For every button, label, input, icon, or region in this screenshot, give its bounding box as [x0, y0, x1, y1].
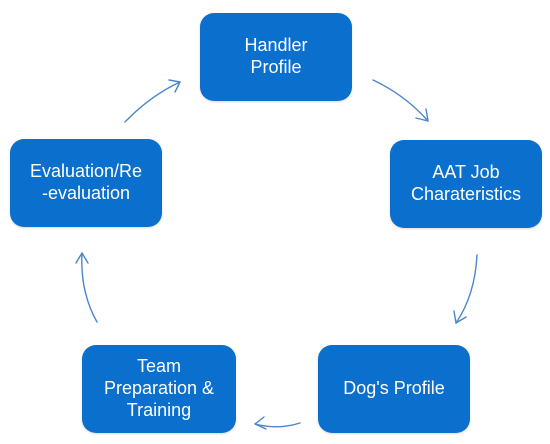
arrow-eval-to-handler — [124, 81, 181, 123]
team-preparation-node: Team Preparation & Training — [82, 345, 236, 433]
arrow-aat-to-dog — [455, 254, 478, 324]
arrow-handler-to-aat — [372, 79, 429, 122]
aat-job-characteristics-node: AAT Job Charateristics — [390, 140, 542, 228]
dogs-profile-label: Dog's Profile — [343, 378, 445, 399]
evaluation-node: Evaluation/Re -evaluation — [10, 139, 162, 227]
team-prep-label: Team Preparation & Training — [103, 356, 215, 420]
arrowhead-handler-to-aat — [415, 108, 429, 122]
handler-profile-node: Handler Profile — [200, 13, 352, 101]
handler-profile-label: Handler Profile — [244, 35, 308, 77]
dogs-profile-node: Dog's Profile — [318, 345, 470, 433]
arrowhead-team-to-eval — [75, 252, 89, 264]
arrowhead-eval-to-handler — [168, 79, 181, 93]
arrowhead-dog-to-team — [254, 416, 267, 430]
arrow-dog-to-team — [254, 422, 301, 428]
arrow-team-to-eval — [81, 252, 98, 323]
aat-job-label: AAT Job Charateristics — [410, 162, 522, 204]
arrowhead-aat-to-dog — [453, 310, 467, 324]
evaluation-label: Evaluation/Re -evaluation — [29, 161, 143, 203]
